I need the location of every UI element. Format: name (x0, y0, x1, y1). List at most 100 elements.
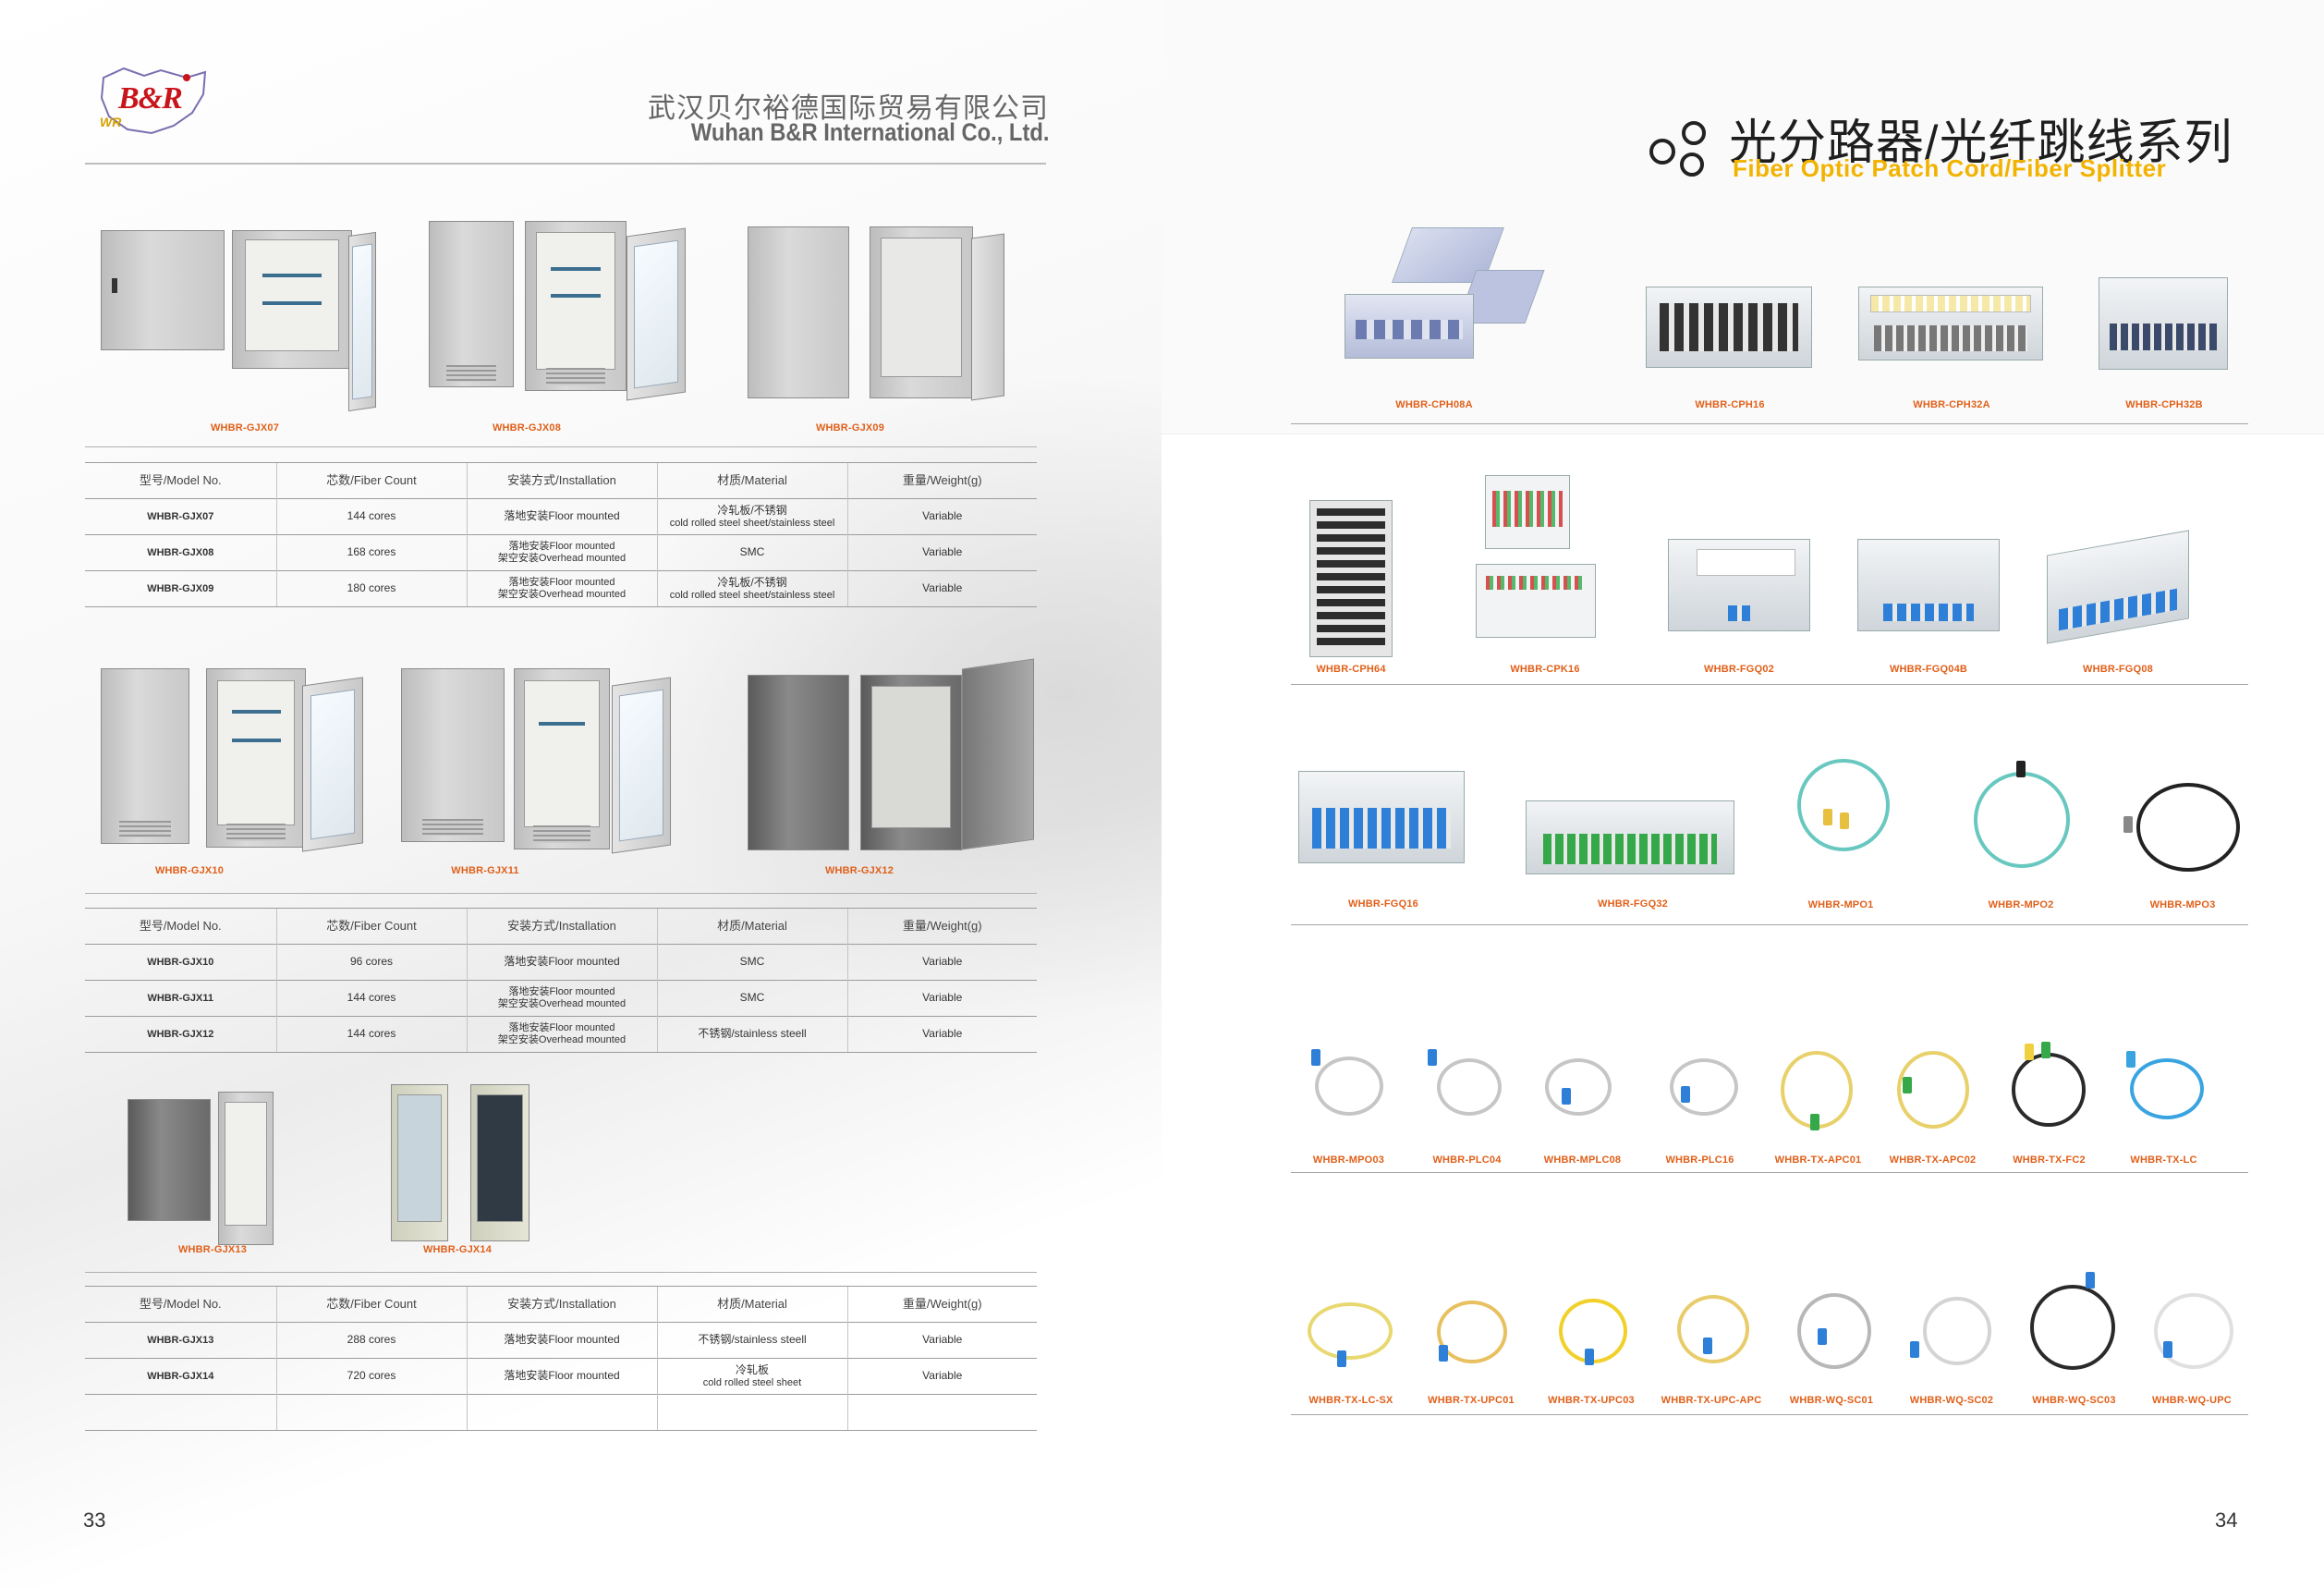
product-label: WHBR-TX-LC-SX (1308, 1395, 1393, 1406)
product-card: WHBR-WQ-UPC (2132, 1280, 2252, 1410)
connector-image (1903, 1077, 1912, 1093)
model-cell: WHBR-GJX13 (85, 1322, 276, 1359)
cable-coil-image (1797, 759, 1890, 851)
cable-coil-image (2012, 1053, 2086, 1127)
product-card: WHBR-CPH16 (1642, 268, 1818, 416)
material-line: SMC (739, 991, 765, 1005)
cabinet-closed-image (748, 226, 849, 398)
material-line: 不锈钢/stainless steell (698, 1027, 807, 1041)
cable-coil-image (1437, 1301, 1507, 1363)
header-cell: 重量/Weight(g) (846, 462, 1037, 499)
splitter-rack-image (2099, 277, 2228, 370)
cabinet-open-image (870, 226, 973, 398)
cabinet-rack-image (470, 1084, 529, 1241)
product-card: WHBR-TX-APC01 (1760, 1040, 1876, 1169)
model-cell: WHBR-GJX12 (85, 1016, 276, 1053)
product-card: WHBR-CPH08A (1328, 222, 1545, 416)
install-line: 落地安装Floor mounted (508, 577, 615, 589)
product-label: WHBR-GJX10 (154, 865, 225, 876)
product-label: WHBR-CPK16 (1510, 664, 1580, 675)
product-card: WHBR-MPLC08 (1525, 1040, 1640, 1169)
connector-image (2016, 761, 2026, 777)
cabinet-closed-image (128, 1099, 211, 1221)
page-number: 33 (83, 1509, 106, 1532)
connector-image (2086, 1272, 2095, 1289)
catalog-page-right: 光分路器/光纤跳线系列 Fiber Optic Patch Cord/Fiber… (1162, 0, 2324, 1588)
cable-coil-image (2136, 783, 2240, 872)
cable-coil-image (2030, 1285, 2115, 1370)
cabinet-door-image (302, 677, 363, 852)
cable-coil-image (1437, 1058, 1502, 1116)
material-line: SMC (739, 545, 765, 559)
cabinet-door-image (962, 658, 1034, 850)
connector-image (1439, 1345, 1448, 1362)
product-label: WHBR-TX-LC (2130, 1154, 2197, 1166)
product-card: WHBR-CPK16 (1466, 471, 1624, 679)
header-cell: 安装方式/Installation (466, 1286, 657, 1323)
connector-image (2123, 816, 2133, 833)
weight-cell (846, 1394, 1037, 1431)
series-title-en: Fiber Optic Patch Cord/Fiber Splitter (1733, 154, 2167, 182)
connector-image (1681, 1086, 1690, 1103)
material-line: cold rolled steel sheet/stainless steel (669, 517, 835, 529)
product-card: WHBR-CPH32A (1855, 268, 2049, 416)
product-label: WHBR-CPH08A (1395, 399, 1473, 410)
connector-image (1428, 1049, 1437, 1066)
cabinet-open-image (218, 1092, 274, 1245)
weight-cell: Variable (846, 498, 1037, 535)
cable-coil-image (1974, 772, 2070, 868)
product-label: WHBR-CPH16 (1695, 399, 1765, 410)
install-cell: 落地安装Floor mounted (466, 1358, 657, 1395)
product-card: WHBR-FGQ08 (2039, 530, 2196, 679)
cabinet-closed-image (748, 675, 849, 850)
material-line: 冷轧板/不锈钢 (717, 575, 787, 589)
install-cell: 落地安装Floor mounted (466, 944, 657, 981)
cable-coil-image (2154, 1293, 2233, 1369)
product-label: WHBR-GJX12 (824, 865, 894, 876)
splitter-cassette-image (1298, 771, 1465, 863)
install-line: 落地安装Floor mounted (508, 541, 615, 553)
connector-image (2041, 1042, 2050, 1058)
install-cell: 落地安装Floor mounted (466, 1322, 657, 1359)
product-card: WHBR-GJX11 (397, 661, 693, 883)
product-card: WHBR-WQ-SC03 (2012, 1266, 2136, 1410)
product-card: WHBR-TX-UPC03 (1531, 1280, 1651, 1410)
connector-image (1823, 809, 1832, 825)
product-card: WHBR-WQ-SC01 (1771, 1280, 1892, 1410)
material-cell: 不锈钢/stainless steell (656, 1016, 847, 1053)
product-label: WHBR-FGQ04B (1889, 664, 1968, 675)
cable-coil-image (1670, 1058, 1738, 1116)
product-label: WHBR-GJX08 (492, 422, 562, 434)
product-label: WHBR-MPO2 (1988, 899, 2054, 910)
model-cell: WHBR-GJX08 (85, 534, 276, 571)
product-label: WHBR-MPO1 (1807, 899, 1874, 910)
product-card: WHBR-PLC16 (1642, 1040, 1758, 1169)
connector-image (1818, 1328, 1827, 1345)
product-label: WHBR-TX-APC01 (1774, 1154, 1862, 1166)
material-cell: SMC (656, 980, 847, 1017)
material-line: 冷轧板/不锈钢 (717, 503, 787, 517)
product-label: WHBR-GJX14 (422, 1244, 493, 1255)
logo-map-icon (100, 67, 207, 135)
weight-cell: Variable (846, 944, 1037, 981)
connector-image (1337, 1350, 1346, 1367)
header-cell: 安装方式/Installation (466, 908, 657, 945)
install-cell: 落地安装Floor mounted (466, 498, 657, 535)
connector-image (2163, 1341, 2172, 1358)
product-label: WHBR-TX-UPC-APC (1661, 1395, 1762, 1406)
product-label: WHBR-PLC04 (1432, 1154, 1502, 1166)
model-cell (85, 1394, 276, 1431)
spec-table-1: 型号/Model No. 芯数/Fiber Count 安装方式/Install… (85, 462, 1037, 607)
count-cell: 144 cores (275, 1016, 467, 1053)
material-line: SMC (739, 955, 765, 969)
cabinet-rack-image (391, 1084, 448, 1241)
product-label: WHBR-MPO03 (1312, 1154, 1385, 1166)
material-line: 冷轧板 (735, 1362, 769, 1376)
cabinet-door-image (627, 227, 686, 401)
